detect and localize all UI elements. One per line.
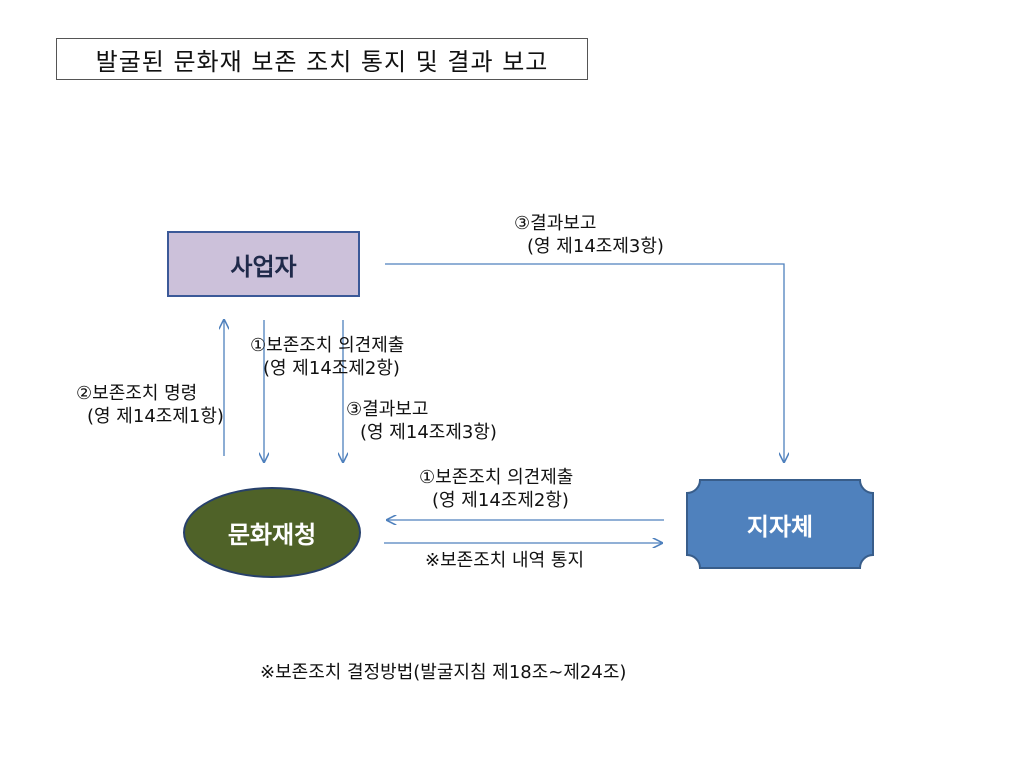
node-local-government: 지자체 xyxy=(686,479,874,569)
arrow-business-to-local xyxy=(385,263,784,462)
node-business-operator: 사업자 xyxy=(167,231,360,297)
label-result-report-local: ③결과보고 (영 제14조제3항) xyxy=(514,213,664,257)
label-result-report-agency: ③결과보고 (영 제14조제3항) xyxy=(346,399,497,443)
node-cultural-heritage-administration: 문화재청 xyxy=(183,487,361,578)
diagram-title: 발굴된 문화재 보존 조치 통지 및 결과 보고 xyxy=(56,38,588,80)
node-business-label: 사업자 xyxy=(230,252,297,281)
node-agency-label: 문화재청 xyxy=(227,521,317,549)
node-local-label: 지자체 xyxy=(746,512,814,541)
footnote: ※보존조치 결정방법(발굴지침 제18조~제24조) xyxy=(260,662,627,683)
label-opinion-submit-business: ①보존조치 의견제출 (영 제14조제2항) xyxy=(250,335,405,379)
label-preservation-order: ②보존조치 명령 (영 제14조제1항) xyxy=(76,383,224,427)
local-gov-shape xyxy=(686,479,874,569)
label-opinion-submit-local: ①보존조치 의견제출 (영 제14조제2항) xyxy=(419,467,574,511)
label-preservation-notice: ※보존조치 내역 통지 xyxy=(425,550,585,571)
